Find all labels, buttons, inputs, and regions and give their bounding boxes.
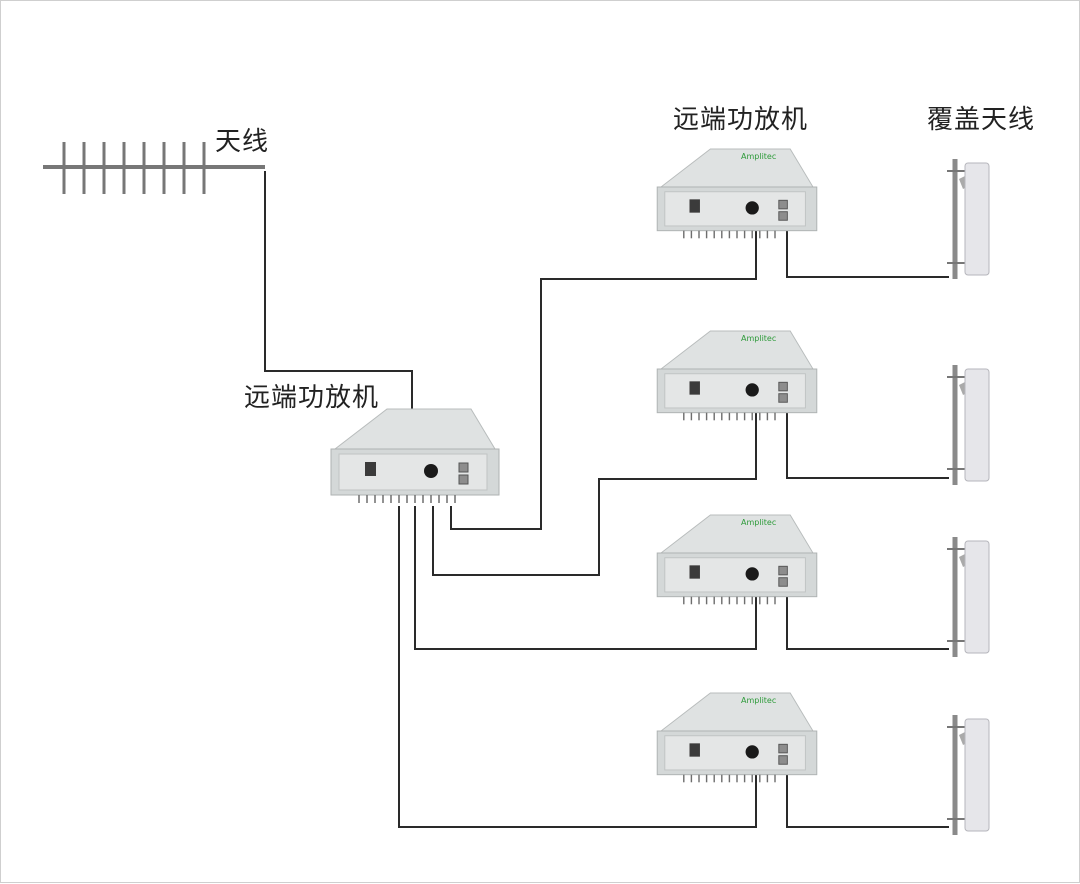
feeder-3 bbox=[786, 589, 949, 650]
cable-to-unit-2 bbox=[432, 401, 757, 576]
remote-amplifier-header: 远端功放机 bbox=[673, 105, 809, 135]
cable-lines bbox=[264, 171, 949, 828]
cable-to-unit-4 bbox=[398, 506, 757, 828]
yagi-antenna-icon bbox=[43, 142, 265, 194]
cable-to-unit-1 bbox=[450, 223, 757, 530]
main-amplifier-unit bbox=[330, 408, 500, 504]
main-amplifier-label: 远端功放机 bbox=[244, 383, 380, 413]
panel-antenna-icon-2 bbox=[947, 365, 989, 485]
coverage-antenna-header: 覆盖天线 bbox=[927, 105, 1036, 135]
feeder-2 bbox=[786, 399, 949, 479]
remote-amplifier-1: Amplitec bbox=[656, 148, 818, 240]
cable-to-unit-3 bbox=[414, 506, 757, 650]
remote-amplifier-4: Amplitec bbox=[656, 692, 818, 784]
panel-antenna-icon-4 bbox=[947, 715, 989, 835]
panel-antenna-icon-1 bbox=[947, 159, 989, 279]
brand-logo: Amplitec bbox=[741, 518, 776, 527]
brand-logo: Amplitec bbox=[741, 152, 776, 161]
brand-logo: Amplitec bbox=[741, 334, 776, 343]
remote-amplifier-2: Amplitec bbox=[656, 330, 818, 422]
remote-amplifier-3: Amplitec bbox=[656, 514, 818, 606]
panel-antenna-icon-3 bbox=[947, 537, 989, 657]
feeder-4 bbox=[786, 765, 949, 828]
brand-logo: Amplitec bbox=[741, 696, 776, 705]
feeder-1 bbox=[786, 223, 949, 278]
donor-cable bbox=[264, 171, 413, 411]
donor-antenna-label: 天线 bbox=[215, 127, 270, 157]
